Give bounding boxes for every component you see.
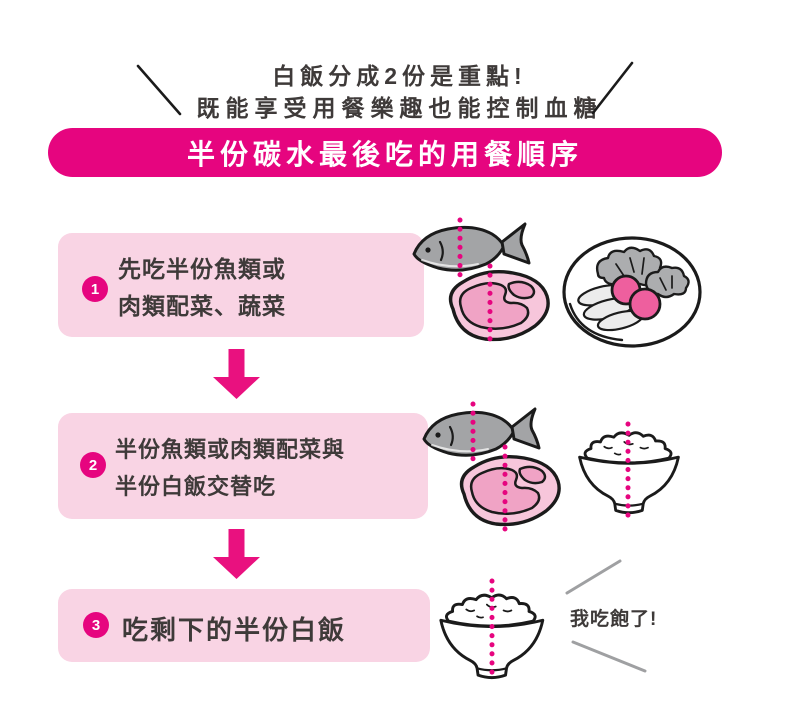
section-title: 半份碳水最後吃的用餐順序 — [186, 138, 583, 170]
step-3-illustration — [439, 578, 545, 681]
step-3-number: 3 — [91, 616, 101, 634]
speech-text: 我吃飽了! — [570, 609, 658, 630]
right-slash-icon — [591, 61, 634, 115]
step-1-text-line1: 先吃半份魚類或 — [118, 256, 286, 282]
salad-plate-icon — [562, 236, 702, 348]
down-arrow-2-icon — [213, 529, 260, 579]
step-1-number: 1 — [90, 280, 100, 298]
step-1-box — [58, 233, 424, 337]
steak-icon — [448, 269, 550, 342]
steak-icon — [459, 454, 561, 527]
step-2-illustration — [422, 401, 680, 536]
fish-icon — [412, 222, 531, 272]
step-2-text-line1: 半份魚類或肉類配菜與 — [115, 437, 346, 462]
step-3-number-badge: 3 — [83, 612, 109, 638]
speech-lines-icon — [565, 559, 647, 673]
step-2-text-line2: 半份白飯交替吃 — [115, 474, 277, 499]
step-1-text-line2: 肉類配菜、蔬菜 — [118, 293, 286, 319]
step-3-box — [58, 589, 430, 662]
header-note-line1: 白飯分成2份是重點! — [272, 63, 527, 89]
fish-icon — [422, 407, 541, 457]
section-title-banner: 半份碳水最後吃的用餐順序 — [48, 128, 722, 177]
left-slash-icon — [136, 64, 182, 116]
step-2-box — [58, 413, 428, 519]
step-1-number-badge: 1 — [82, 276, 108, 302]
step-1-illustration — [412, 217, 702, 349]
step-1-text: 先吃半份魚類或 肉類配菜、蔬菜 — [118, 251, 286, 325]
step-2-text: 半份魚類或肉類配菜與 半份白飯交替吃 — [115, 431, 345, 505]
step-3-text: 吃剩下的半份白飯 — [122, 610, 346, 647]
step-2-number-badge: 2 — [80, 452, 106, 478]
step-3-text-line1: 吃剩下的半份白飯 — [122, 615, 347, 645]
rice-bowl-icon — [578, 431, 680, 515]
header-note-line2: 既能享受用餐樂趣也能控制血糖 — [196, 95, 603, 121]
step-2-number: 2 — [88, 456, 98, 474]
down-arrow-1-icon — [213, 349, 260, 399]
